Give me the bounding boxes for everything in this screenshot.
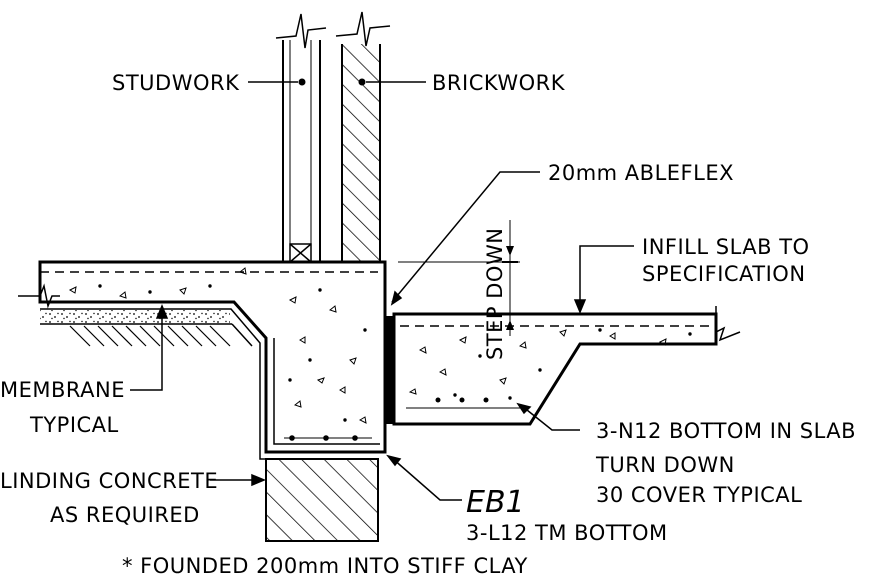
ableflex-strip: [385, 316, 394, 424]
bars-label-line2: TURN DOWN: [595, 453, 735, 477]
concrete-aggregate-lower: [408, 328, 692, 400]
infill-slab: [392, 306, 741, 426]
studwork-label: STUDWORK: [112, 71, 240, 95]
leader-lines: [130, 81, 634, 501]
studwork-leader-dot: [298, 78, 306, 86]
blinding-label-line2: AS REQUIRED: [50, 503, 200, 527]
blinding-label-line1: LINDING CONCRETE: [0, 469, 218, 493]
infill-label-line2: SPECIFICATION: [642, 262, 806, 286]
step-down-label: STEP DOWN: [483, 228, 507, 360]
brickwork-leader-dot: [358, 78, 366, 86]
natural-ground-hatch: [69, 325, 231, 347]
founding-note: * FOUNDED 200mm INTO STIFF CLAY: [122, 554, 528, 578]
membrane-label-line1: MEMBRANE: [0, 378, 125, 402]
beam-bars-label: 3-L12 TM BOTTOM: [466, 521, 668, 545]
membrane-label-line2: TYPICAL: [29, 413, 119, 437]
ableflex-label: 20mm ABLEFLEX: [548, 161, 734, 185]
brickwork-wall: [335, 11, 391, 263]
sand-bedding: [40, 310, 253, 347]
concrete-aggregate-upper: [68, 267, 367, 424]
pad-footing: [265, 458, 379, 542]
studwork-wall: [275, 13, 327, 263]
bars-label-line3: 30 COVER TYPICAL: [596, 483, 802, 507]
bars-label-line1: 3-N12 BOTTOM IN SLAB: [596, 419, 856, 443]
brickwork-label: BRICKWORK: [432, 71, 566, 95]
step-down-dimension: [398, 220, 520, 336]
beam-mark-label: EB1: [466, 485, 525, 520]
infill-label-line1: INFILL SLAB TO: [642, 235, 810, 259]
